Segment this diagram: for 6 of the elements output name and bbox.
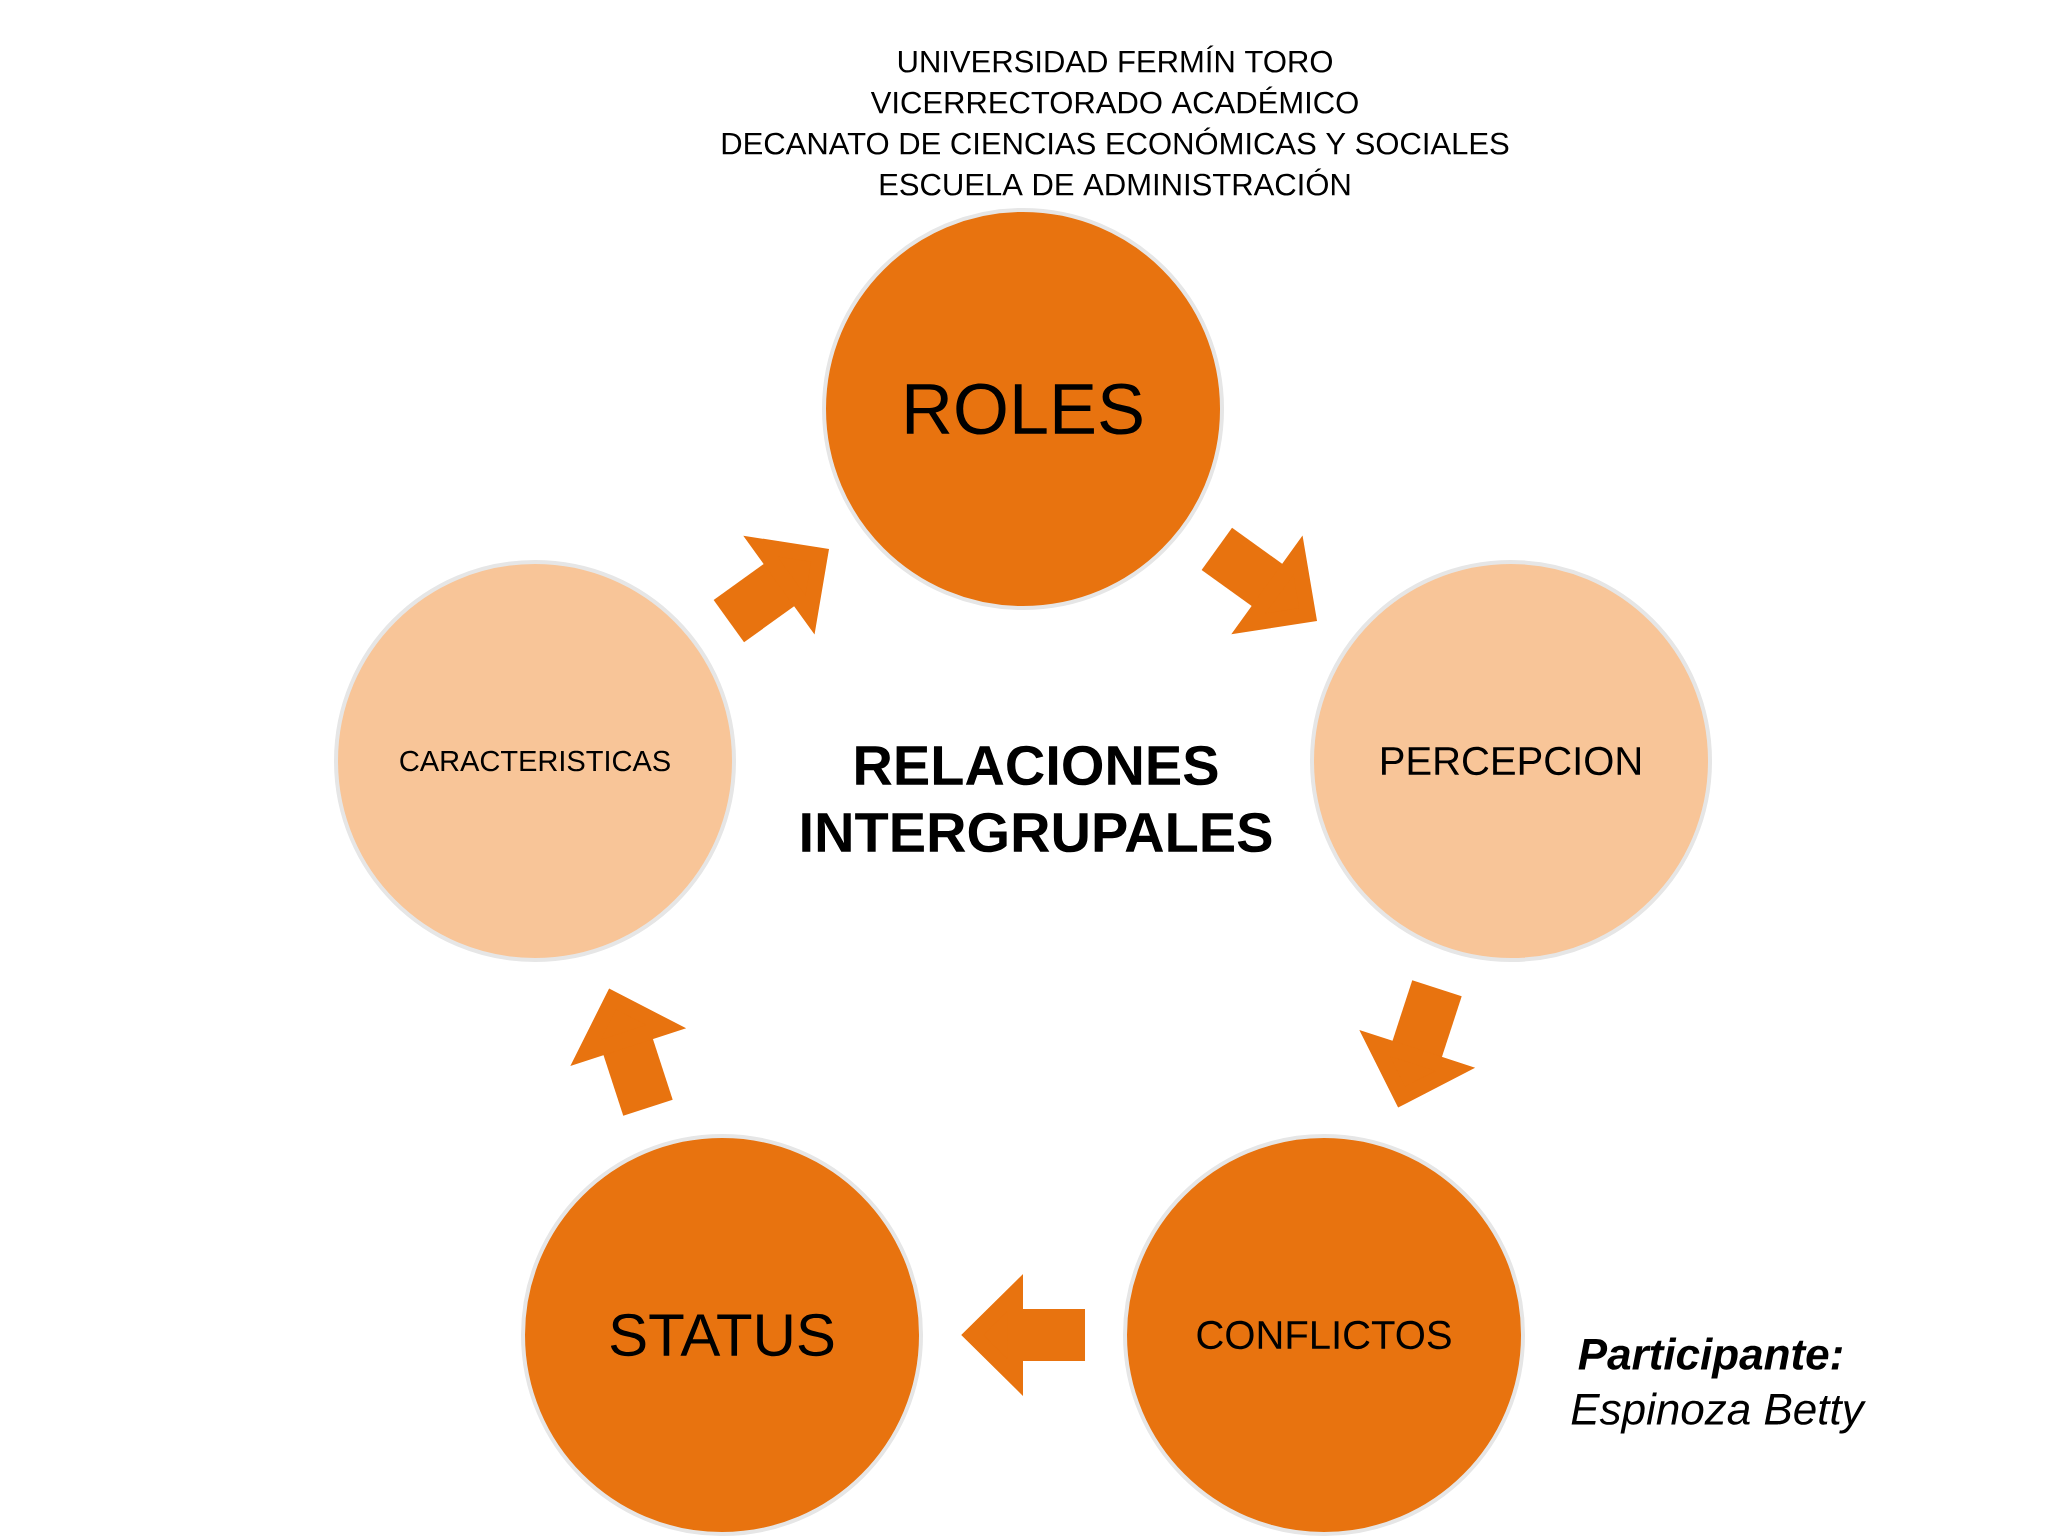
header-line: UNIVERSIDAD FERMÍN TORO [898,45,1332,73]
title: RELACIONES INTERGRUPALES [802,745,1272,853]
header-line: VICERRECTORADO ACADÉMICO [870,86,1358,114]
participant-name: Espinoza Betty [1571,1392,1866,1434]
header-line: DECANATO DE CIENCIAS ECONÓMICAS Y SOCIALES [722,127,1509,155]
participant-label: Participante: [1578,1337,1843,1379]
